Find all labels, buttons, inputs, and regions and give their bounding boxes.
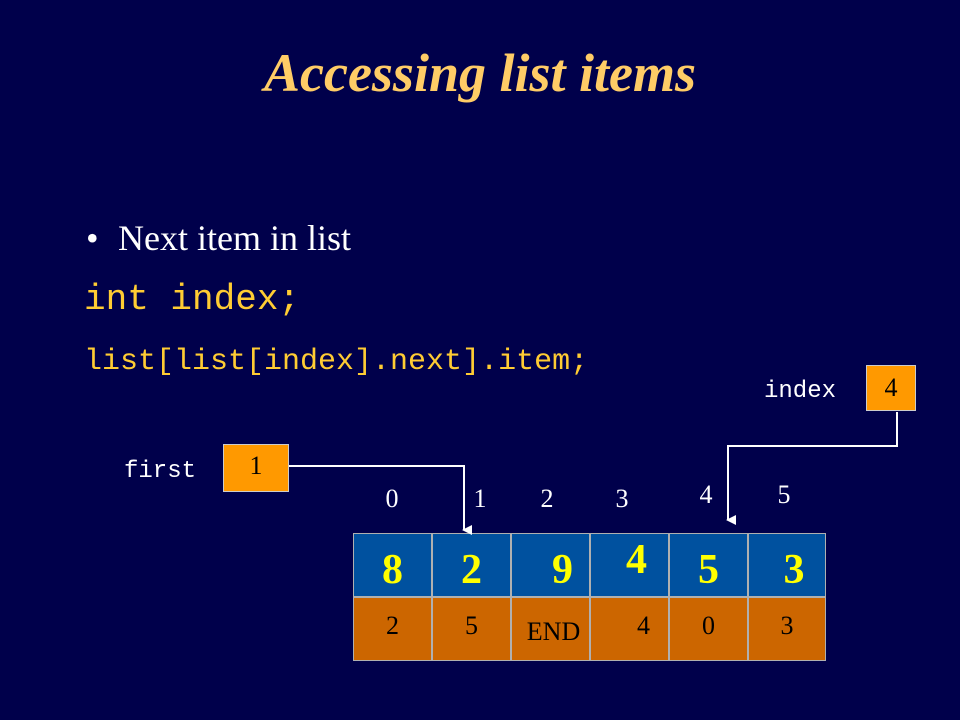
list-next-value: 4 (637, 611, 650, 640)
first-pointer-arrow (289, 465, 472, 535)
list-next-cell-4: 0 (669, 597, 748, 661)
list-item-value: 9 (552, 547, 573, 593)
bullet-text: Next item in list (118, 218, 351, 258)
bullet-point: • Next item in list (86, 220, 351, 256)
list-item-value: 5 (698, 547, 719, 593)
list-next-value: END (526, 617, 581, 646)
list-next-cell-1: 5 (432, 597, 511, 661)
list-next-cell-3: 4 (590, 597, 669, 661)
list-next-value: 2 (386, 611, 399, 640)
index-pointer-arrow (726, 412, 898, 525)
list-item-cell-1: 2 (432, 533, 511, 597)
list-item-value: 2 (461, 547, 482, 593)
list-index-3: 3 (615, 484, 629, 513)
index-variable-box: 4 (866, 365, 916, 411)
code-expression: list[list[index].next].item; (84, 345, 589, 379)
list-next-value: 3 (780, 611, 794, 640)
list-item-value: 8 (382, 547, 403, 593)
list-index-2: 2 (540, 484, 554, 513)
list-item-cell-5: 3 (748, 533, 826, 597)
index-variable-label: index (764, 378, 837, 405)
list-item-value: 4 (626, 537, 647, 583)
code-declaration: int index; (84, 279, 301, 320)
list-index-5: 5 (777, 480, 791, 509)
first-variable-box: 1 (223, 444, 289, 492)
list-index-0: 0 (385, 484, 399, 513)
list-item-value: 3 (783, 547, 805, 593)
list-index-4: 4 (699, 480, 713, 509)
first-variable-label: first (124, 458, 197, 485)
list-next-cell-2: END (511, 597, 590, 661)
list-item-cell-4: 5 (669, 533, 748, 597)
list-index-1: 1 (473, 484, 487, 513)
list-item-cell-2: 9 (511, 533, 590, 597)
list-next-value: 0 (702, 611, 715, 640)
list-next-cell-0: 2 (353, 597, 432, 661)
slide-title: Accessing list items (264, 43, 696, 103)
list-next-cell-5: 3 (748, 597, 826, 661)
list-next-value: 5 (465, 611, 478, 640)
list-item-cell-0: 8 (353, 533, 432, 597)
bullet-dot: • (86, 218, 99, 258)
list-item-cell-3: 4 (590, 533, 669, 597)
